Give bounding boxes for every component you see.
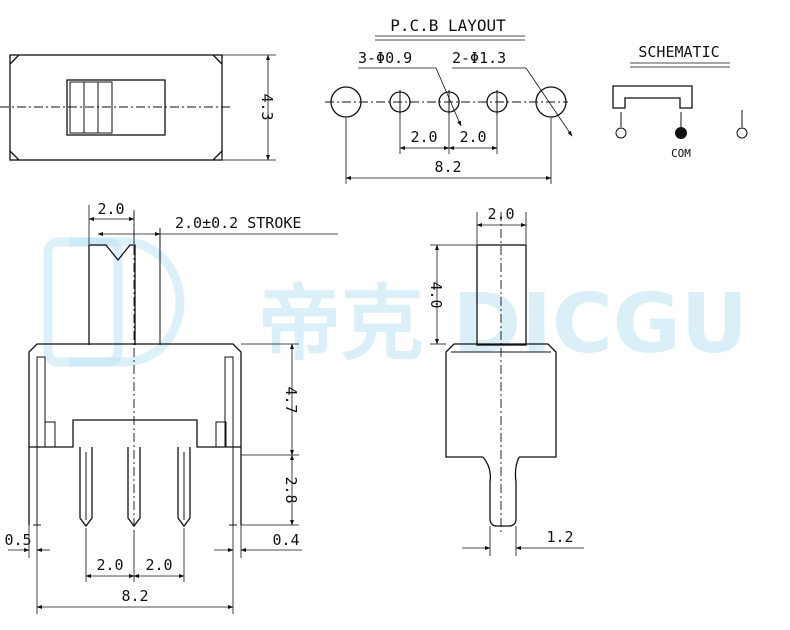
pcb-hole-large-right <box>535 86 567 118</box>
pcb-pitch-left-dim: 2.0 <box>410 128 437 146</box>
top-view-body <box>9 54 223 161</box>
pcb-layout: P.C.B LAYOUT 3-Φ0.9 2-Φ1.3 2.0 2.0 8.2 <box>325 16 573 184</box>
side-view: 2.0 4.0 1.2 <box>427 205 584 556</box>
pcb-pitch-right-dim: 2.0 <box>459 128 486 146</box>
watermark-text: 帝克 DICGU <box>258 277 748 372</box>
schematic-com-label: COM <box>671 147 691 160</box>
front-view: 2.0 2.0±0.2 STROKE 4.7 2.8 0.5 0.4 2.0 2… <box>4 200 338 614</box>
top-view-slot <box>66 79 166 136</box>
schematic-terminal-right <box>736 127 748 139</box>
side-pin <box>482 456 520 527</box>
schematic-terminal-left <box>615 127 627 139</box>
front-leg-width-left-dim: 0.5 <box>4 531 31 549</box>
pcb-hole-small-label: 3-Φ0.9 <box>358 49 412 67</box>
front-actuator-width-dim: 2.0 <box>97 200 124 218</box>
top-view: 4.3 <box>0 54 276 161</box>
pcb-hole-large-label: 2-Φ1.3 <box>452 49 506 67</box>
side-pin-width-dim: 1.2 <box>546 528 573 546</box>
front-stroke-dim: 2.0±0.2 STROKE <box>175 214 301 232</box>
front-pin-pitch-left-dim: 2.0 <box>96 556 123 574</box>
schematic: SCHEMATIC COM <box>612 43 748 160</box>
front-housing <box>28 343 242 525</box>
top-view-height-dim: 4.3 <box>258 93 276 120</box>
watermark: 帝克 DICGU <box>43 237 748 372</box>
schematic-terminal-com <box>675 127 687 139</box>
pcb-hole-large-left <box>330 86 362 118</box>
pcb-overall-width-dim: 8.2 <box>434 158 461 176</box>
front-actuator <box>88 244 136 345</box>
front-pin-right <box>177 447 191 528</box>
front-pin-length-dim: 2.8 <box>282 476 300 503</box>
front-pin-pitch-right-dim: 2.0 <box>145 556 172 574</box>
front-pin-left <box>79 447 93 528</box>
front-overall-width-dim: 8.2 <box>121 587 148 605</box>
side-actuator <box>476 244 527 346</box>
schematic-slider <box>612 85 693 109</box>
pcb-layout-title: P.C.B LAYOUT <box>390 16 506 35</box>
side-actuator-height-dim: 4.0 <box>427 281 445 308</box>
front-leg-width-right-dim: 0.4 <box>272 531 299 549</box>
front-body-height-dim: 4.7 <box>282 386 300 413</box>
schematic-title: SCHEMATIC <box>638 43 719 61</box>
side-actuator-width-dim: 2.0 <box>487 205 514 223</box>
top-view-actuator <box>69 81 113 134</box>
